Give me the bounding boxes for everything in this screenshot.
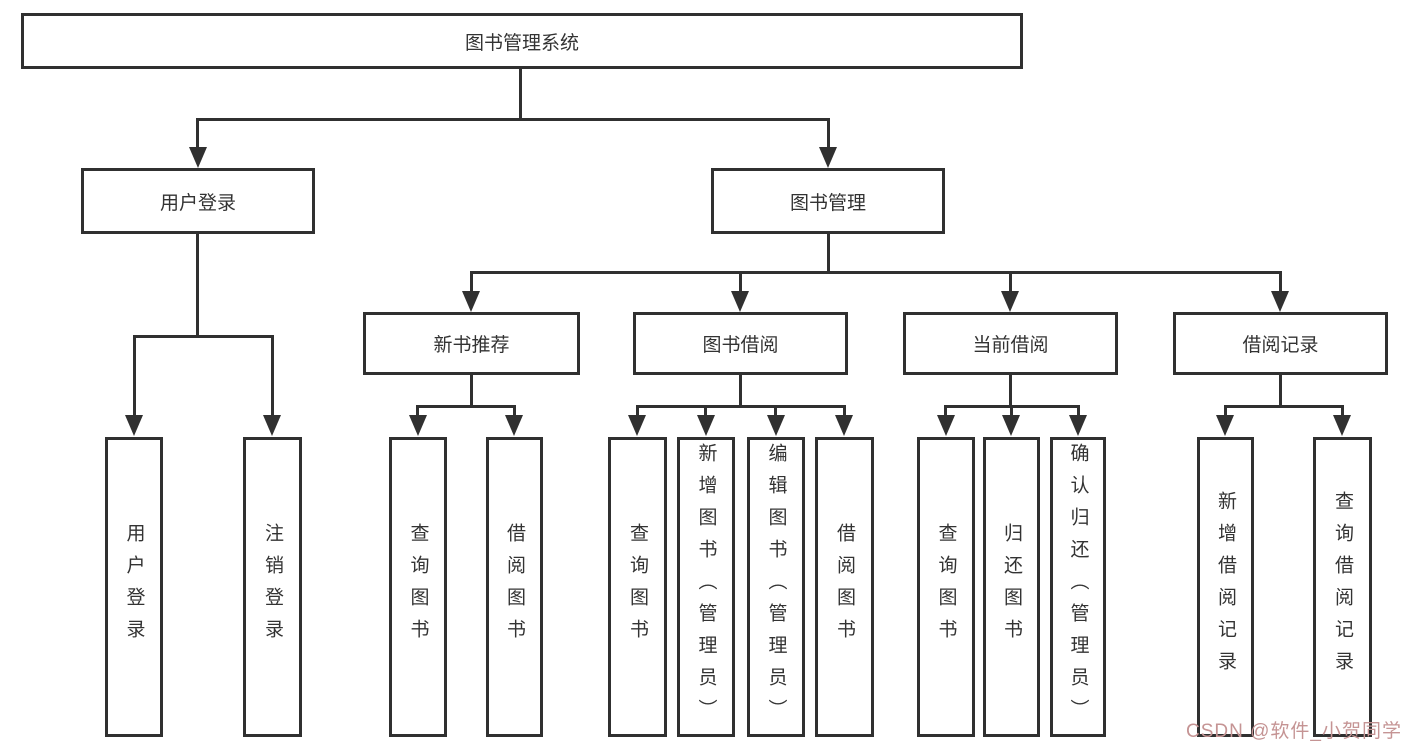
connector-leaf-stem <box>774 405 777 418</box>
leaf-confirm-return-admin-label: 确认归还（管理员） <box>1067 443 1089 731</box>
arrowhead-bookmgmt <box>819 147 837 168</box>
arrowhead-current <box>1001 291 1019 312</box>
arrowhead-leaf-query-2 <box>628 415 646 436</box>
leaf-query-books-2: 查询图书 <box>608 437 667 737</box>
node-user-login: 用户登录 <box>81 168 315 234</box>
arrowhead-borrow <box>731 291 749 312</box>
node-current-borrowing-label: 当前借阅 <box>972 335 1049 356</box>
arrowhead-leaf-confirm-return <box>1069 415 1087 436</box>
node-book-management: 图书管理 <box>711 168 945 234</box>
connector-borrow-hline <box>636 405 846 408</box>
leaf-borrow-books-1-label: 借阅图书 <box>504 523 525 651</box>
node-borrow-records-label: 借阅记录 <box>1242 335 1319 356</box>
leaf-query-borrow-record: 查询借阅记录 <box>1313 437 1372 737</box>
arrowhead-leaf-query-record <box>1333 415 1351 436</box>
connector-bookmgmt-down <box>827 234 830 274</box>
leaf-user-login-label: 用户登录 <box>123 523 145 651</box>
connector-leaf-login-stem <box>133 335 136 418</box>
arrowhead-leaf-add-book <box>697 415 715 436</box>
connector-leaf-stem <box>944 405 947 418</box>
connector-bookmgmt-stem <box>827 118 830 150</box>
arrowhead-leaf-login <box>125 415 143 436</box>
connector-borrow-stem <box>739 271 742 295</box>
connector-leaf-logout-stem <box>271 335 274 418</box>
connector-leaf-stem <box>416 405 419 418</box>
leaf-borrow-books-2: 借阅图书 <box>815 437 874 737</box>
leaf-user-login: 用户登录 <box>105 437 163 737</box>
leaf-logout: 注销登录 <box>243 437 302 737</box>
leaf-add-borrow-record: 新增借阅记录 <box>1197 437 1254 737</box>
arrowhead-leaf-add-record <box>1216 415 1234 436</box>
connector-records-stem <box>1279 271 1282 295</box>
connector-newrec-down <box>470 375 473 408</box>
connector-leaf-stem <box>1010 405 1013 418</box>
connector-userlogin-down <box>196 234 199 338</box>
connector-newrec-stem <box>470 271 473 295</box>
leaf-confirm-return-admin: 确认归还（管理员） <box>1050 437 1106 737</box>
arrowhead-records <box>1271 291 1289 312</box>
arrowhead-userlogin <box>189 147 207 168</box>
node-book-borrowing: 图书借阅 <box>633 312 848 375</box>
node-user-login-label: 用户登录 <box>159 192 236 214</box>
leaf-return-books-label: 归还图书 <box>1001 523 1022 651</box>
leaf-borrow-books-1: 借阅图书 <box>486 437 543 737</box>
connector-records-down <box>1279 375 1282 408</box>
connector-current-down <box>1009 375 1012 408</box>
connector-root-stem <box>519 68 522 120</box>
leaf-add-books-admin-label: 新增图书（管理员） <box>695 443 717 731</box>
connector-current-stem <box>1009 271 1012 295</box>
leaf-query-books-1: 查询图书 <box>389 437 447 737</box>
arrowhead-leaf-edit-book <box>767 415 785 436</box>
leaf-edit-books-admin: 编辑图书（管理员） <box>747 437 805 737</box>
connector-bookmgmt-hline <box>470 271 1282 274</box>
node-new-book-recommend-label: 新书推荐 <box>433 335 510 356</box>
arrowhead-leaf-return <box>1002 415 1020 436</box>
node-current-borrowing: 当前借阅 <box>903 312 1118 375</box>
leaf-add-books-admin: 新增图书（管理员） <box>677 437 735 737</box>
leaf-logout-label: 注销登录 <box>262 523 283 651</box>
arrowhead-newrec <box>462 291 480 312</box>
connector-leaf-stem <box>636 405 639 418</box>
connector-newrec-hline <box>416 405 516 408</box>
connector-userlogin-hline <box>133 335 274 338</box>
connector-borrow-down <box>739 375 742 408</box>
connector-root-hline <box>196 118 830 121</box>
node-new-book-recommend: 新书推荐 <box>363 312 580 375</box>
connector-leaf-stem <box>1224 405 1227 418</box>
connector-records-hline <box>1224 405 1344 408</box>
node-borrow-records: 借阅记录 <box>1173 312 1388 375</box>
arrowhead-leaf-borrow-1 <box>505 415 523 436</box>
connector-leaf-stem <box>704 405 707 418</box>
connector-leaf-stem <box>1077 405 1080 418</box>
arrowhead-leaf-logout <box>263 415 281 436</box>
connector-leaf-stem <box>1341 405 1344 418</box>
arrowhead-leaf-query-1 <box>409 415 427 436</box>
node-book-management-label: 图书管理 <box>789 192 866 214</box>
arrowhead-leaf-borrow-2 <box>835 415 853 436</box>
leaf-query-books-2-label: 查询图书 <box>627 523 648 651</box>
leaf-query-books-1-label: 查询图书 <box>407 523 429 651</box>
leaf-borrow-books-2-label: 借阅图书 <box>834 523 855 651</box>
leaf-add-borrow-record-label: 新增借阅记录 <box>1215 491 1236 683</box>
leaf-query-books-3-label: 查询图书 <box>935 523 957 651</box>
connector-leaf-stem <box>513 405 516 418</box>
node-root: 图书管理系统 <box>21 13 1023 69</box>
leaf-query-books-3: 查询图书 <box>917 437 975 737</box>
leaf-edit-books-admin-label: 编辑图书（管理员） <box>765 443 787 731</box>
leaf-return-books: 归还图书 <box>983 437 1040 737</box>
node-book-borrowing-label: 图书借阅 <box>702 335 779 356</box>
connector-userlogin-stem <box>196 118 199 150</box>
node-root-label: 图书管理系统 <box>464 32 579 54</box>
leaf-query-borrow-record-label: 查询借阅记录 <box>1332 491 1353 683</box>
connector-leaf-stem <box>843 405 846 418</box>
watermark: CSDN @软件_小贺同学 <box>1186 721 1402 742</box>
arrowhead-leaf-query-3 <box>937 415 955 436</box>
